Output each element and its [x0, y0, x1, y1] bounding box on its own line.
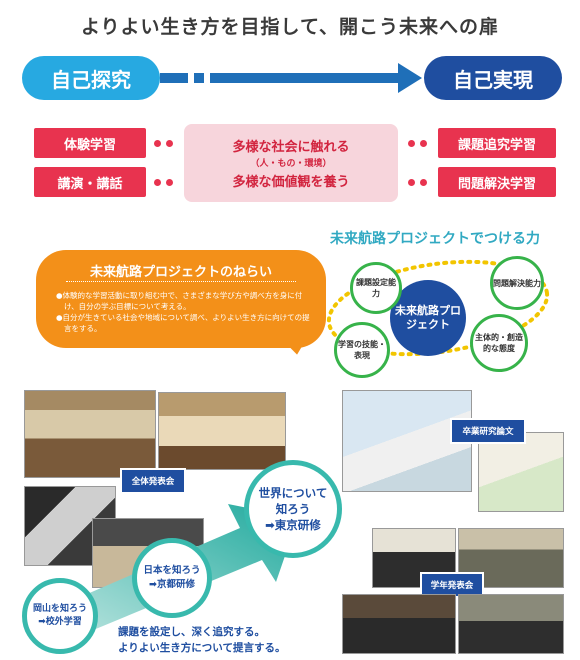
connector-dot	[408, 140, 415, 147]
left-item: 講演・講話	[34, 167, 146, 197]
end-pill: 自己実現	[424, 56, 562, 100]
core-circle: 未来航路プロジェクト	[390, 280, 466, 356]
step-line: 日本を知ろう	[143, 565, 201, 576]
photo-audience-1	[342, 594, 456, 654]
bottom-caption: 課題を設定し、深く追究する。 よりよい生き方について提言する。	[118, 624, 285, 656]
connector-dot	[166, 140, 173, 147]
label-grade: 学年発表会	[420, 572, 484, 598]
center-line-2: （人・もの・環境）	[250, 159, 332, 169]
ability-circle: 学習の技能・表現	[334, 322, 390, 378]
connector-dot	[166, 179, 173, 186]
photo-hall	[158, 392, 286, 470]
bottom-line: 課題を設定し、深く追究する。	[118, 626, 265, 638]
step-circle: 日本を知ろう ➡京都研修	[132, 538, 212, 618]
center-line-3: 多様な価値観を養う	[232, 175, 350, 190]
connector-dot	[408, 179, 415, 186]
start-pill: 自己探究	[22, 56, 160, 100]
step-line: 世界について	[258, 486, 328, 500]
center-line-1: 多様な社会に触れる	[232, 140, 350, 155]
photo-audience-2	[458, 594, 564, 654]
step-line: ➡京都研修	[149, 579, 195, 590]
aim-bubble	[36, 250, 326, 348]
abilities-title: 未来航路プロジェクトでつける力	[330, 231, 540, 247]
connector-dot	[420, 179, 427, 186]
aim-bullet: ●体験的な学習活動に取り組む中で、さまざまな学び方や調べ方を身に付け、自分の学ぶ…	[56, 291, 303, 311]
aim-title: 未来航路プロジェクトのねらい	[89, 265, 272, 280]
connector-dot	[420, 140, 427, 147]
step-line: 知ろう	[275, 502, 311, 516]
right-item: 問題解決学習	[438, 167, 556, 197]
flow-arrow-segment	[194, 73, 204, 83]
step-line: ➡東京研修	[265, 518, 321, 532]
photo-thesis-2	[478, 432, 564, 512]
ability-circle: 主体的・創造的な態度	[470, 314, 528, 372]
flow-arrow-head	[398, 63, 422, 93]
bottom-line: よりよい生き方について提言する。	[118, 642, 286, 654]
left-item: 体験学習	[34, 128, 146, 158]
right-item: 課題追究学習	[438, 128, 556, 158]
step-circle: 世界について知ろう ➡東京研修	[244, 460, 342, 558]
label-presentation: 全体発表会	[120, 468, 186, 494]
aim-bullets: ●体験的な学習活動に取り組む中で、さまざまな学び方や調べ方を身に付け、自分の学ぶ…	[56, 290, 314, 334]
connector-dot	[154, 179, 161, 186]
ability-circle: 問題解決能力	[490, 256, 544, 310]
page-title: よりよい生き方を目指して、開こう未来への扉	[80, 16, 500, 38]
ability-circle: 課題設定能力	[350, 262, 402, 314]
step-circle: 岡山を知ろう ➡校外学習	[22, 578, 98, 654]
center-box: 多様な社会に触れる （人・もの・環境） 多様な価値観を養う	[184, 124, 398, 202]
aim-divider	[66, 281, 296, 282]
aim-bullet: ●自分が生きている社会や地域について調べ、よりよい生き方に向けての提言をする。	[56, 313, 310, 333]
flow-arrow-segment	[160, 73, 188, 83]
step-line: ➡校外学習	[38, 617, 82, 627]
flow-arrow-shaft	[210, 73, 400, 83]
connector-dot	[154, 140, 161, 147]
label-thesis: 卒業研究論文	[450, 418, 526, 444]
photo-stage	[24, 390, 156, 478]
step-line: 岡山を知ろう	[32, 604, 87, 614]
